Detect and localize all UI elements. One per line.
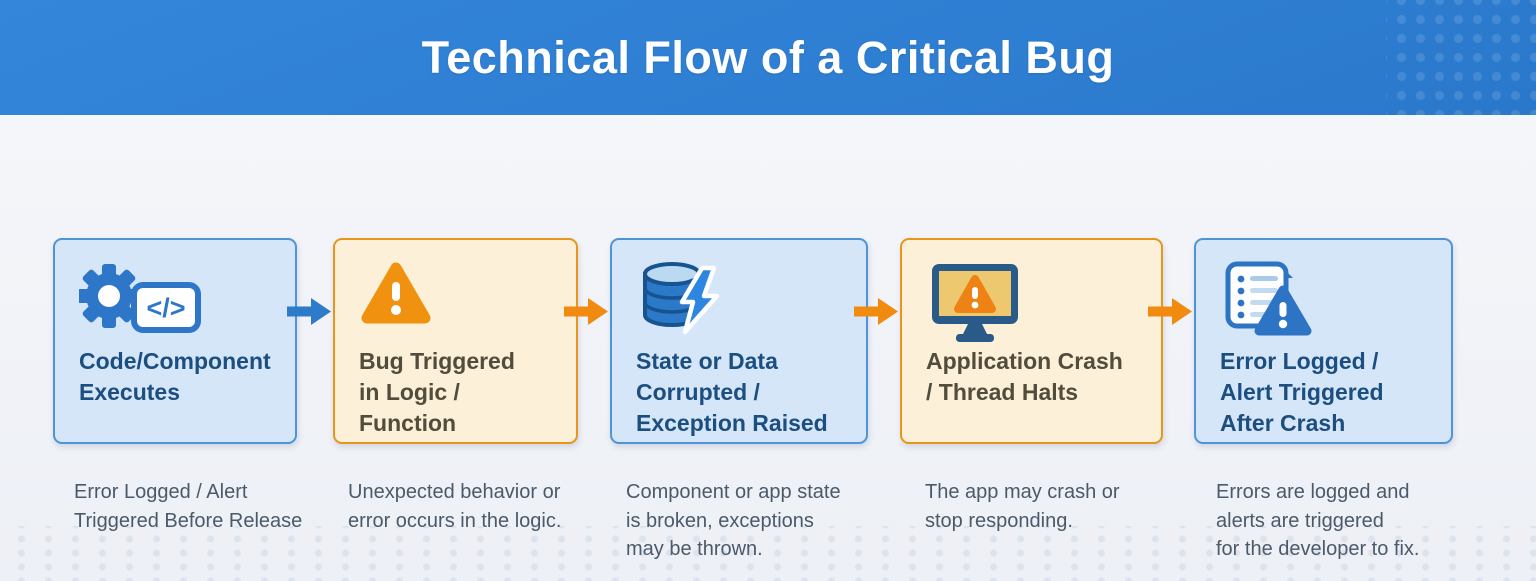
step-title: Error Logged / Alert Triggered After Cra… [1220,348,1384,436]
step-title: State or Data Corrupted / Exception Rais… [636,348,828,436]
step-bug-triggered: Bug Triggered in Logic / Function [333,238,578,444]
step-description: Error Logged / Alert Triggered Before Re… [74,481,303,532]
step-error-logged: Error Logged / Alert Triggered After Cra… [1194,238,1453,444]
flow-arrow-icon [287,298,331,325]
step-title: Code/Component Executes [79,348,271,405]
header-banner: Technical Flow of a Critical Bug [0,0,1536,115]
gear-code-icon: </> [79,260,271,344]
step-description: Component or app state is broken, except… [626,481,841,560]
monitor-alert-icon [926,260,1137,344]
database-bolt-icon [636,260,842,344]
step-description: Unexpected behavior or error occurs in t… [348,481,562,532]
header-dot-pattern [1386,0,1536,115]
flow-arrow-icon [854,298,898,325]
step-title: Application Crash / Thread Halts [926,348,1123,405]
step-description: The app may crash or stop responding. [925,481,1120,532]
step-state-corrupted: State or Data Corrupted / Exception Rais… [610,238,868,444]
code-glyph: </> [146,293,185,323]
log-alert-icon [1220,260,1427,344]
warning-triangle-icon [359,260,552,344]
step-application-crash: Application Crash / Thread Halts [900,238,1163,444]
flow-arrow-icon [564,298,608,325]
step-title: Bug Triggered in Logic / Function [359,348,515,436]
step-code-executes: </> Code/Component Executes [53,238,297,444]
step-description: Errors are logged and alerts are trigger… [1216,481,1420,560]
flow-arrow-icon [1148,298,1192,325]
page-title: Technical Flow of a Critical Bug [421,31,1115,83]
